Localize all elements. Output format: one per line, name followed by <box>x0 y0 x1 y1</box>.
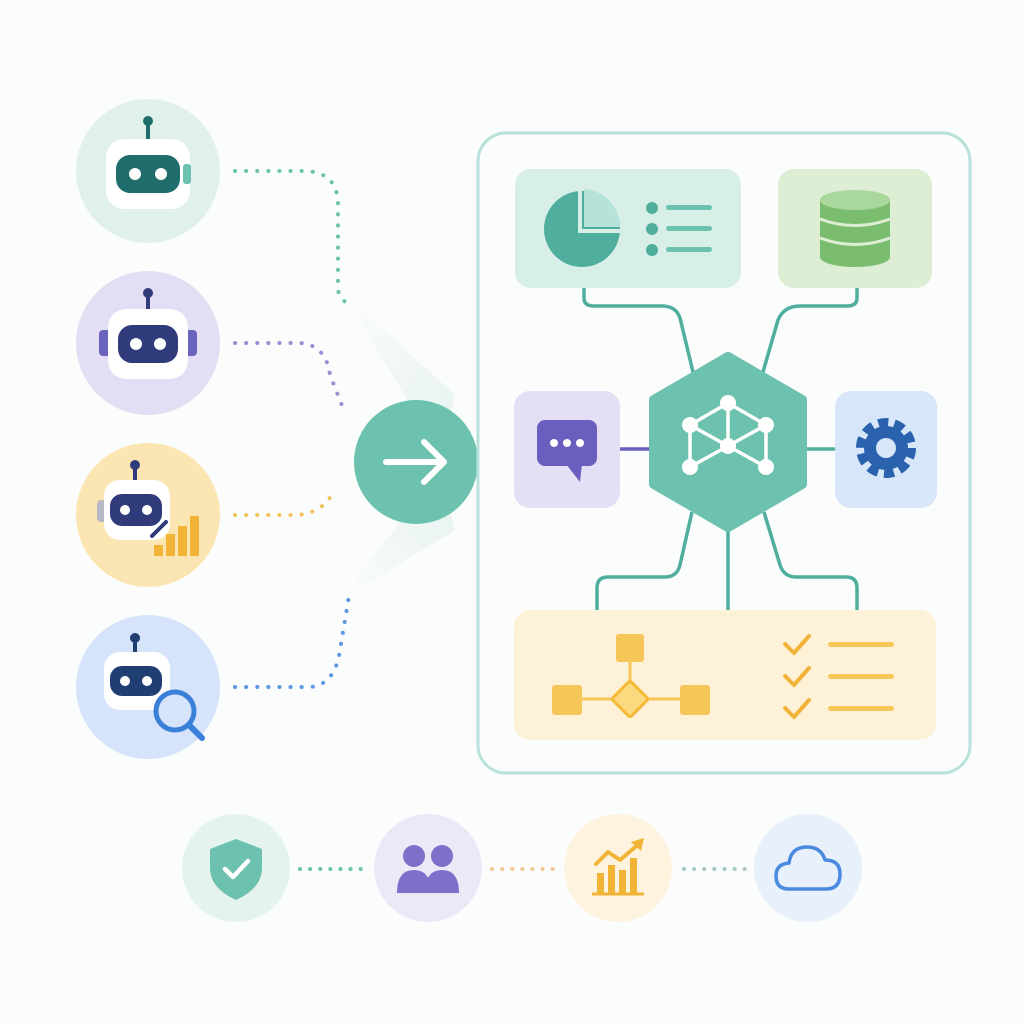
network-nodes-icon <box>682 395 774 475</box>
module-database[interactable] <box>778 169 932 288</box>
agent-chat[interactable] <box>76 271 220 415</box>
connector-agent-search <box>233 588 352 689</box>
feature-cloud[interactable] <box>754 814 862 922</box>
users-icon <box>397 845 459 893</box>
connector-agent-chat <box>233 341 345 410</box>
chart-growth-icon <box>592 838 644 896</box>
workflow-checklist-icon <box>552 634 894 719</box>
database-icon <box>819 190 891 267</box>
module-messaging[interactable] <box>514 391 620 508</box>
module-analytics-dashboard[interactable] <box>515 169 741 288</box>
shield-check-icon <box>210 839 262 900</box>
robot-icon <box>106 116 191 209</box>
connector-arrow-button[interactable] <box>354 400 478 524</box>
agent-connectors <box>233 169 352 689</box>
robot-icon <box>99 288 197 379</box>
central-hub[interactable] <box>649 352 807 532</box>
connector-agent-analytics <box>233 490 335 517</box>
agent-analytics[interactable] <box>76 443 220 587</box>
connector-agent-general <box>233 169 352 307</box>
hub-connections <box>582 288 859 610</box>
agent-search[interactable] <box>76 615 220 759</box>
gear-icon <box>856 418 916 478</box>
module-workflow[interactable] <box>514 610 936 740</box>
chat-bubble-icon <box>537 420 597 482</box>
agent-general[interactable] <box>76 99 220 243</box>
pie-chart-list-icon <box>544 189 712 267</box>
feature-growth[interactable] <box>564 814 672 922</box>
robot-search-icon <box>104 633 205 741</box>
feature-team[interactable] <box>374 814 482 922</box>
cloud-icon <box>774 845 842 891</box>
feature-security[interactable] <box>182 814 290 922</box>
module-settings[interactable] <box>835 391 937 508</box>
arrow-right-icon <box>383 439 447 485</box>
robot-analytics-icon <box>97 460 199 556</box>
